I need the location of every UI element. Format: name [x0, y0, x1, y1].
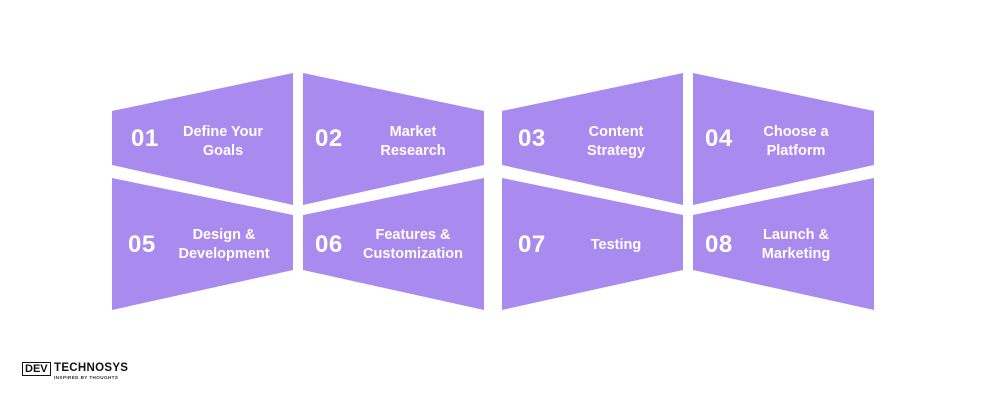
step-label-line-2: Strategy	[586, 143, 646, 159]
step-label-line-1: Market	[389, 124, 437, 140]
tile-step-02	[303, 73, 484, 205]
step-label: Content Strategy	[565, 123, 667, 161]
step-label: Market Research	[362, 123, 464, 161]
step-label-line-1: Launch &	[762, 227, 830, 243]
tile-step-07	[502, 178, 683, 310]
tile-step-06	[303, 178, 484, 310]
step-label: Testing	[565, 236, 667, 255]
step-label-line-2: Research	[380, 143, 446, 159]
step-label-line-2: Marketing	[761, 246, 831, 262]
logo-name: TECHNOSYS	[54, 362, 129, 374]
tile-step-08	[693, 178, 874, 310]
step-label-line-1: Content	[588, 124, 644, 140]
step-label-line-2: Goals	[202, 143, 244, 159]
step-label: Features & Customization	[357, 226, 469, 264]
step-number: 05	[128, 231, 156, 258]
step-label-line-1: Testing	[590, 237, 642, 253]
brand-logo: DEV TECHNOSYS INSPIRED BY THOUGHTS	[22, 362, 142, 382]
step-label-line-1: Choose a	[763, 124, 829, 140]
tile-step-04	[693, 73, 874, 205]
tile-step-03	[502, 73, 683, 205]
logo-tagline: INSPIRED BY THOUGHTS	[54, 375, 119, 380]
step-label-line-2: Customization	[363, 246, 463, 262]
step-label: Design & Development	[170, 226, 278, 264]
step-number: 03	[518, 125, 546, 152]
step-number: 08	[705, 231, 733, 258]
step-label-line-1: Design &	[192, 227, 256, 243]
step-number: 04	[705, 125, 733, 152]
step-number: 07	[518, 231, 546, 258]
tile-step-01	[112, 73, 293, 205]
step-label-line-2: Development	[178, 246, 270, 262]
step-number: 02	[315, 125, 343, 152]
logo-mark: DEV	[22, 362, 51, 376]
step-number: 06	[315, 231, 343, 258]
step-label-line-2: Platform	[766, 143, 826, 159]
step-label: Choose a Platform	[745, 123, 847, 161]
step-number: 01	[131, 125, 159, 152]
step-label-line-1: Features &	[375, 227, 451, 243]
step-label: Define Your Goals	[172, 123, 274, 161]
step-label: Launch & Marketing	[745, 226, 847, 264]
step-label-line-1: Define Your	[182, 124, 264, 140]
tile-step-05	[112, 178, 293, 310]
